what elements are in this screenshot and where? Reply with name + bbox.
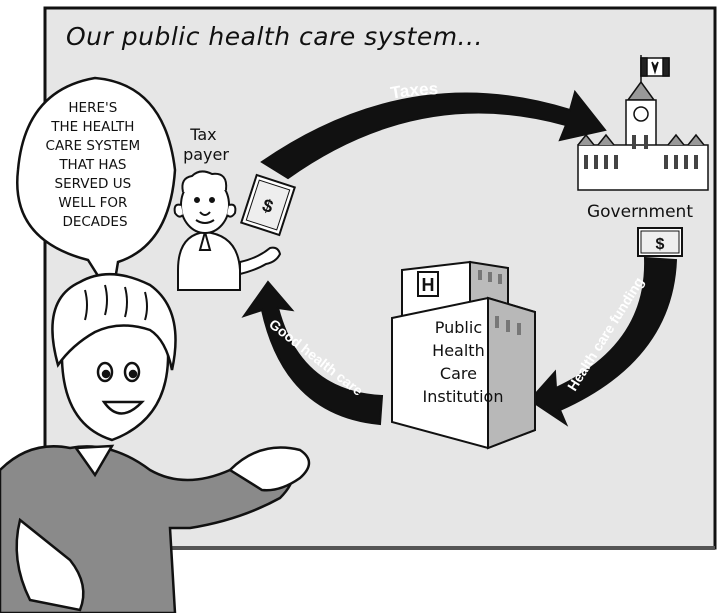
care-arrow [241, 280, 384, 426]
taxes-label: Taxes [389, 79, 438, 102]
government-money-symbol: $ [656, 236, 665, 253]
taxpayer-figure [173, 170, 282, 291]
institution-label: Public Health Care Institution [423, 318, 504, 406]
taxpayer-money-icon: $ [239, 173, 297, 237]
hospital-building-icon: H [391, 260, 536, 450]
speech-bubble-text: HERE'S THE HEALTH CARE SYSTEM THAT HAS S… [46, 100, 145, 230]
speech-bubble [16, 76, 177, 302]
taxes-arrow [260, 89, 607, 180]
taxpayer-label: Tax payer [183, 125, 229, 164]
presentation-board [43, 6, 717, 550]
government-money-icon: $ [637, 227, 683, 257]
hospital-sign-letter: H [422, 275, 435, 295]
parliament-building-icon [577, 55, 709, 191]
government-label: Government [587, 202, 693, 222]
board-title: Our public health care system... [66, 22, 483, 51]
funding-arrow [528, 256, 678, 427]
presenter-figure [0, 272, 311, 613]
